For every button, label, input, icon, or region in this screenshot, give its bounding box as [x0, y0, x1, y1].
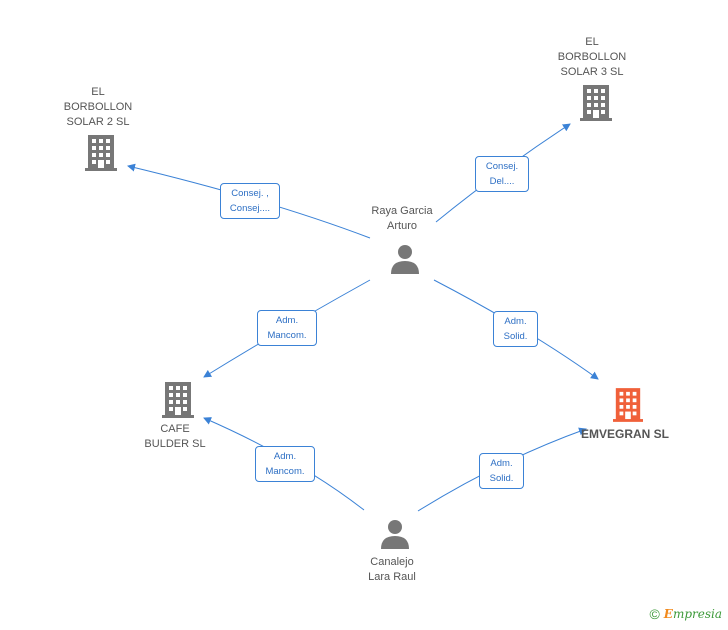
node-label-borbollon-2: EL BORBOLLON SOLAR 2 SL [63, 86, 133, 128]
brand-logo: Empresia [663, 607, 722, 621]
edge-label-raya-emvegran[interactable]: Adm. Solid. [493, 311, 538, 347]
person-icon[interactable] [390, 244, 420, 274]
edge-label-canalejo-emvegran[interactable]: Adm. Solid. [479, 453, 524, 489]
node-label-cafe: CAFE BULDER SL [144, 423, 206, 450]
node-label-borbollon-3: EL BORBOLLON SOLAR 3 SL [557, 36, 627, 78]
building-icon[interactable] [162, 382, 194, 418]
copyright-icon: © [649, 606, 660, 622]
building-icon[interactable] [580, 85, 612, 121]
person-icon[interactable] [380, 519, 410, 549]
node-label-emvegran: EMVEGRAN SL [580, 427, 669, 441]
edge-label-raya-borbollon3[interactable]: Consej. Del.... [475, 156, 529, 192]
building-icon[interactable] [85, 135, 117, 171]
node-label-raya: Raya Garcia Arturo [371, 205, 433, 232]
edge-label-raya-cafe[interactable]: Adm. Mancom. [257, 310, 317, 346]
node-label-canalejo: Canalejo Lara Raul [368, 556, 416, 583]
brand-footer[interactable]: © Empresia [649, 606, 722, 622]
building-icon[interactable] [613, 388, 643, 422]
edge-label-canalejo-cafe[interactable]: Adm. Mancom. [255, 446, 315, 482]
edge-label-raya-borbollon2[interactable]: Consej. , Consej.... [220, 183, 280, 219]
